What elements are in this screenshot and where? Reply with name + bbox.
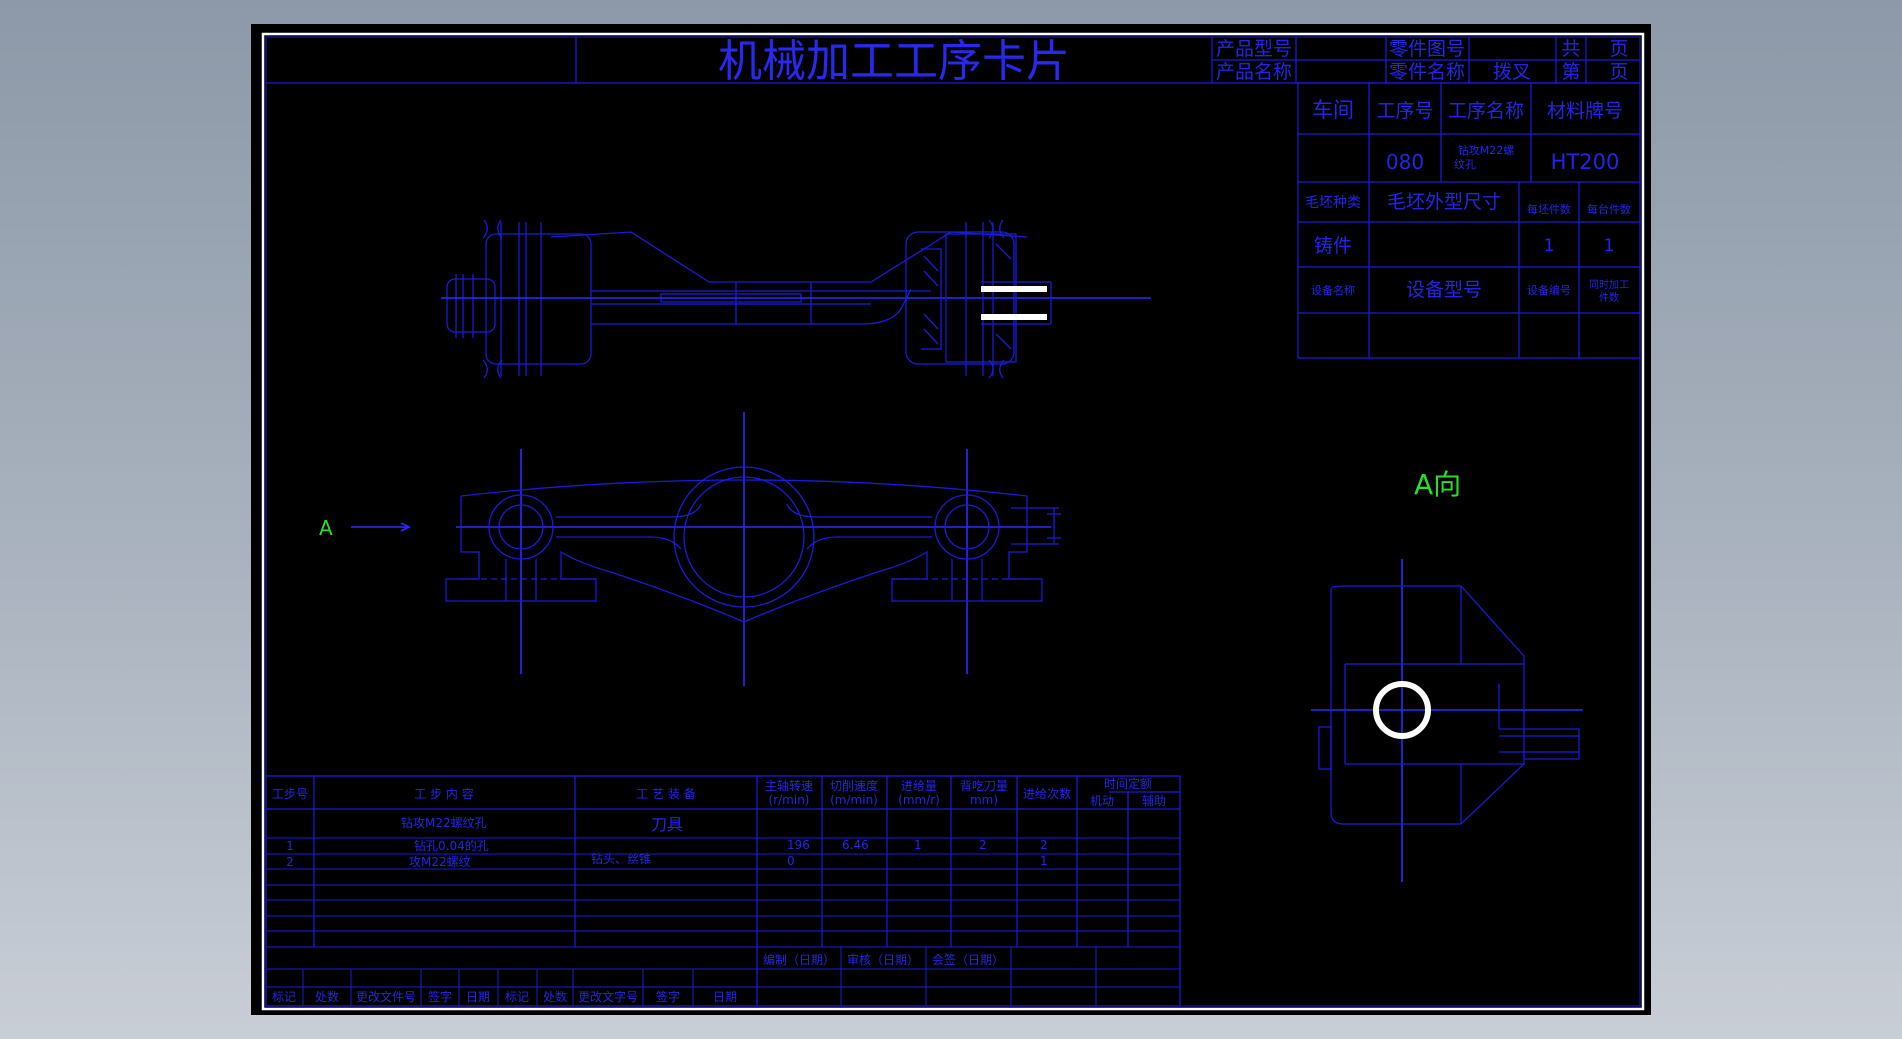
row-2-speed: 0 [787, 854, 795, 868]
simultaneous-label-1: 同时加工 [1589, 279, 1629, 291]
process-table: 工步号 工 步 内 容 工 艺 装 备 主轴转速 (r/min) 切削速度 (m… [265, 775, 1181, 1007]
a-direction-view: A向 [1311, 468, 1583, 882]
total-pages-unit: 页 [1609, 38, 1628, 60]
equipment-name-label: 设备名称 [1311, 283, 1355, 297]
blanks-per-label: 每坯件数 [1527, 202, 1571, 216]
row-1-passes: 2 [1040, 838, 1048, 852]
parts-per-value: 1 [1604, 236, 1615, 256]
col-depth-2: mm) [970, 793, 998, 807]
col-time-quota: 时间定额 [1104, 776, 1152, 791]
row-1-content: 钻孔0.04的孔 [414, 838, 489, 853]
process-card-drawing: 机械加工工序卡片 产品型号 产品名称 零件图号 零件名称 拨叉 共 页 第 页 … [261, 32, 1645, 1011]
col-feed-2: (mm/r) [898, 793, 940, 807]
drilled-hole-lower [981, 314, 1047, 320]
col-cut-speed-1: 切削速度 [830, 778, 878, 793]
blank-type-label: 毛坯种类 [1305, 195, 1361, 211]
process-name-label: 工序名称 [1448, 100, 1524, 122]
title-row-content: 钻攻M22螺纹孔 [401, 815, 487, 830]
total-pages-label: 共 [1561, 38, 1580, 60]
equipment-model-label: 设备型号 [1406, 279, 1482, 301]
col-feed-1: 进给量 [901, 779, 937, 793]
equipment-no-label: 设备编号 [1527, 283, 1571, 297]
tapped-hole-ring [1373, 681, 1431, 739]
col-spindle-speed-1: 主轴转速 [765, 778, 813, 793]
process-no-value: 080 [1386, 150, 1424, 174]
col-step-no: 工步号 [272, 787, 308, 801]
col-equipment: 工 艺 装 备 [636, 787, 695, 801]
material-label: 材料牌号 [1547, 100, 1623, 122]
view-arrow-label: A [319, 516, 333, 540]
card-title: 机械加工工序卡片 [718, 36, 1070, 87]
part-drawing-no-label: 零件图号 [1389, 38, 1465, 60]
material-value: HT200 [1551, 150, 1620, 174]
col-cut-speed-2: (m/min) [830, 793, 878, 807]
row-2-no: 2 [286, 855, 294, 869]
footer-date-1: 日期 [466, 990, 490, 1004]
fork-top-view [441, 219, 1151, 379]
process-no-label: 工序号 [1376, 100, 1433, 122]
countersign-label: 会签（日期） [932, 952, 1004, 967]
part-name-label: 零件名称 [1389, 61, 1465, 83]
product-name-label: 产品名称 [1216, 61, 1292, 83]
info-table: 车间 工序号 工序名称 材料牌号 080 钻攻M22螺 纹孔 HT200 毛坯种… [1297, 82, 1641, 359]
footer-sign-2: 签字 [656, 989, 680, 1004]
simultaneous-label-2: 件数 [1599, 291, 1619, 304]
col-step-content: 工 步 内 容 [414, 786, 473, 801]
blanks-per-value: 1 [1544, 236, 1555, 256]
page-no-label: 第 [1561, 61, 1580, 83]
view-a-title: A向 [1414, 468, 1461, 501]
drawing-frame [261, 32, 1645, 1011]
row-2-content: 攻M22螺纹 [409, 855, 471, 869]
footer-count-1: 处数 [315, 989, 339, 1004]
col-depth-1: 背吃刀量 [960, 779, 1008, 793]
col-passes: 进给次数 [1023, 786, 1071, 801]
title-strip: 机械加工工序卡片 产品型号 产品名称 零件图号 零件名称 拨叉 共 页 第 页 [266, 36, 1640, 87]
fork-front-view: A [319, 412, 1061, 686]
page-no-unit: 页 [1609, 61, 1628, 83]
footer-change-doc-2: 更改文字号 [578, 989, 638, 1004]
process-name-value-2: 纹孔 [1454, 157, 1476, 171]
col-machine-time: 机动 [1090, 794, 1114, 808]
footer-mark-2: 标记 [505, 990, 529, 1004]
blank-size-label: 毛坯外型尺寸 [1387, 191, 1501, 213]
product-model-label: 产品型号 [1216, 38, 1292, 60]
row-1-feed: 1 [914, 838, 922, 852]
row-1-no: 1 [286, 839, 294, 853]
title-row-tool: 刀具 [651, 815, 683, 834]
workshop-label: 车间 [1312, 98, 1354, 122]
part-name-value: 拨叉 [1493, 61, 1531, 83]
drilled-hole-upper [981, 286, 1047, 292]
review-label: 审核（日期） [847, 952, 919, 967]
col-spindle-speed-2: (r/min) [769, 793, 810, 807]
footer-change-doc-1: 更改文件号 [356, 989, 416, 1004]
row-2-passes: 1 [1040, 854, 1048, 868]
cad-viewport[interactable]: 机械加工工序卡片 产品型号 产品名称 零件图号 零件名称 拨叉 共 页 第 页 … [251, 24, 1651, 1015]
footer-count-2: 处数 [543, 989, 567, 1004]
col-aux-time: 辅助 [1142, 794, 1166, 808]
tool-value: 钻头、丝锥 [591, 851, 651, 866]
footer-date-2: 日期 [713, 990, 737, 1004]
footer-sign-1: 签字 [428, 989, 452, 1004]
row-1-speed: 196 [787, 838, 810, 852]
footer-mark-1: 标记 [272, 990, 296, 1004]
process-name-value-1: 钻攻M22螺 [1458, 143, 1515, 157]
row-1-depth: 2 [979, 838, 987, 852]
compile-label: 编制（日期） [763, 952, 835, 967]
parts-per-label: 每台件数 [1587, 202, 1631, 216]
blank-type-value: 铸件 [1314, 235, 1352, 257]
row-1-cut: 6.46 [842, 838, 869, 852]
